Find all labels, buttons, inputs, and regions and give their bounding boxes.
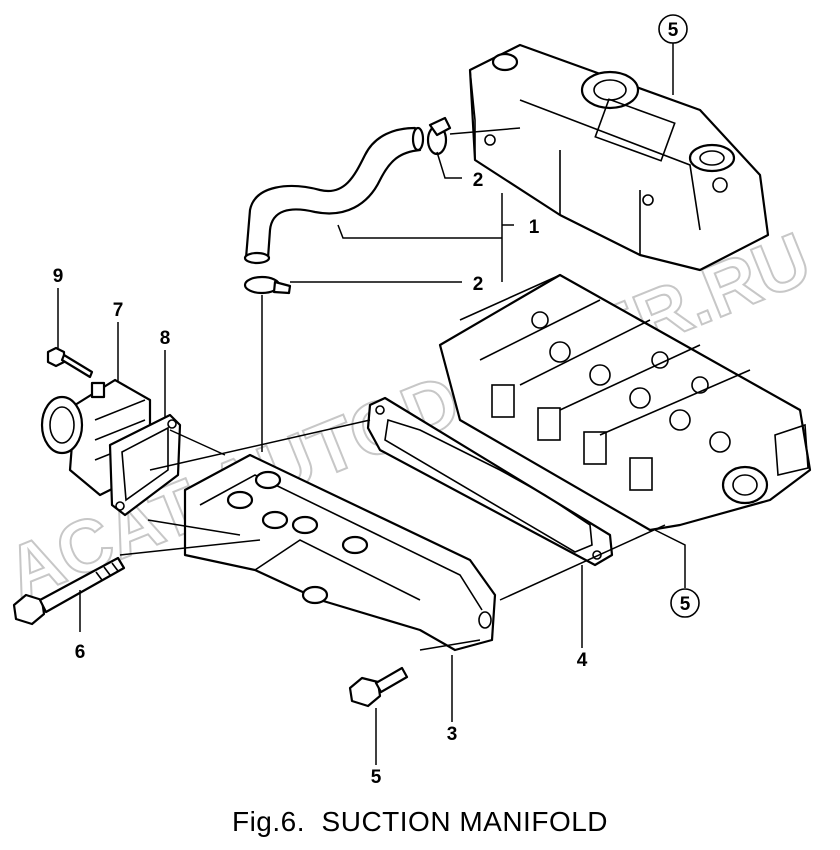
- hose-clip-upper-part: [426, 116, 452, 156]
- callout-gasket-small: 8: [160, 328, 171, 349]
- manifold-gasket-part: [366, 396, 614, 567]
- callout-cylinder-head: 5: [670, 588, 700, 618]
- callout-manifold-bolt: 6: [75, 642, 86, 663]
- callout-hose-clip-lower: 2: [473, 274, 484, 295]
- leader-lines: [57, 43, 686, 765]
- figure-caption: Fig.6. SUCTION MANIFOLD: [231, 806, 609, 837]
- manifold-bolt-part: [12, 556, 126, 626]
- callout-suction-manifold: 3: [447, 724, 458, 745]
- callout-number: 5: [668, 20, 679, 41]
- callout-bolt-small: 9: [53, 266, 64, 287]
- hose-part: [243, 126, 425, 265]
- hose-clip-lower-part: [243, 275, 292, 295]
- callout-head-cover: 5: [658, 14, 688, 44]
- suction-manifold-part: [183, 453, 497, 652]
- callout-hose-clip-upper: 2: [473, 170, 484, 191]
- callout-throttle-body: 7: [113, 300, 124, 321]
- flange-bolt-part: [348, 666, 409, 708]
- callout-number: 5: [680, 594, 691, 615]
- gasket-small-part: [108, 413, 182, 517]
- callout-flange-bolt: 5: [371, 767, 382, 788]
- callout-hose: 1: [529, 217, 540, 238]
- head-cover-part: [468, 43, 770, 272]
- callout-manifold-gasket: 4: [577, 650, 588, 671]
- cylinder-head-part: [438, 273, 812, 532]
- bolt-small-part: [46, 346, 94, 379]
